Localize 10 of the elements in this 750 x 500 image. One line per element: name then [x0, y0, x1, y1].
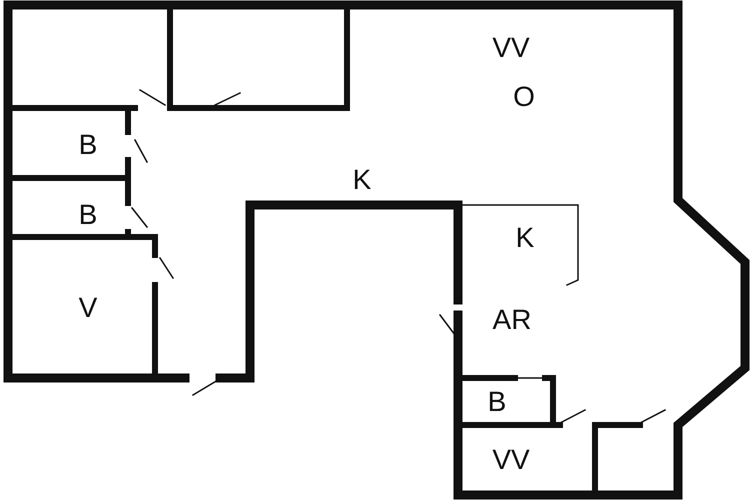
room-label: O — [513, 83, 535, 111]
room-label: V — [78, 294, 98, 322]
room-label: AR — [492, 306, 532, 334]
room-label: VV — [492, 34, 530, 62]
room-label: VV — [492, 446, 530, 474]
room-label: K — [352, 166, 372, 194]
room-label: B — [78, 131, 98, 159]
room-label: K — [516, 224, 534, 252]
room-label: B — [78, 201, 98, 229]
room-label: B — [488, 388, 506, 416]
